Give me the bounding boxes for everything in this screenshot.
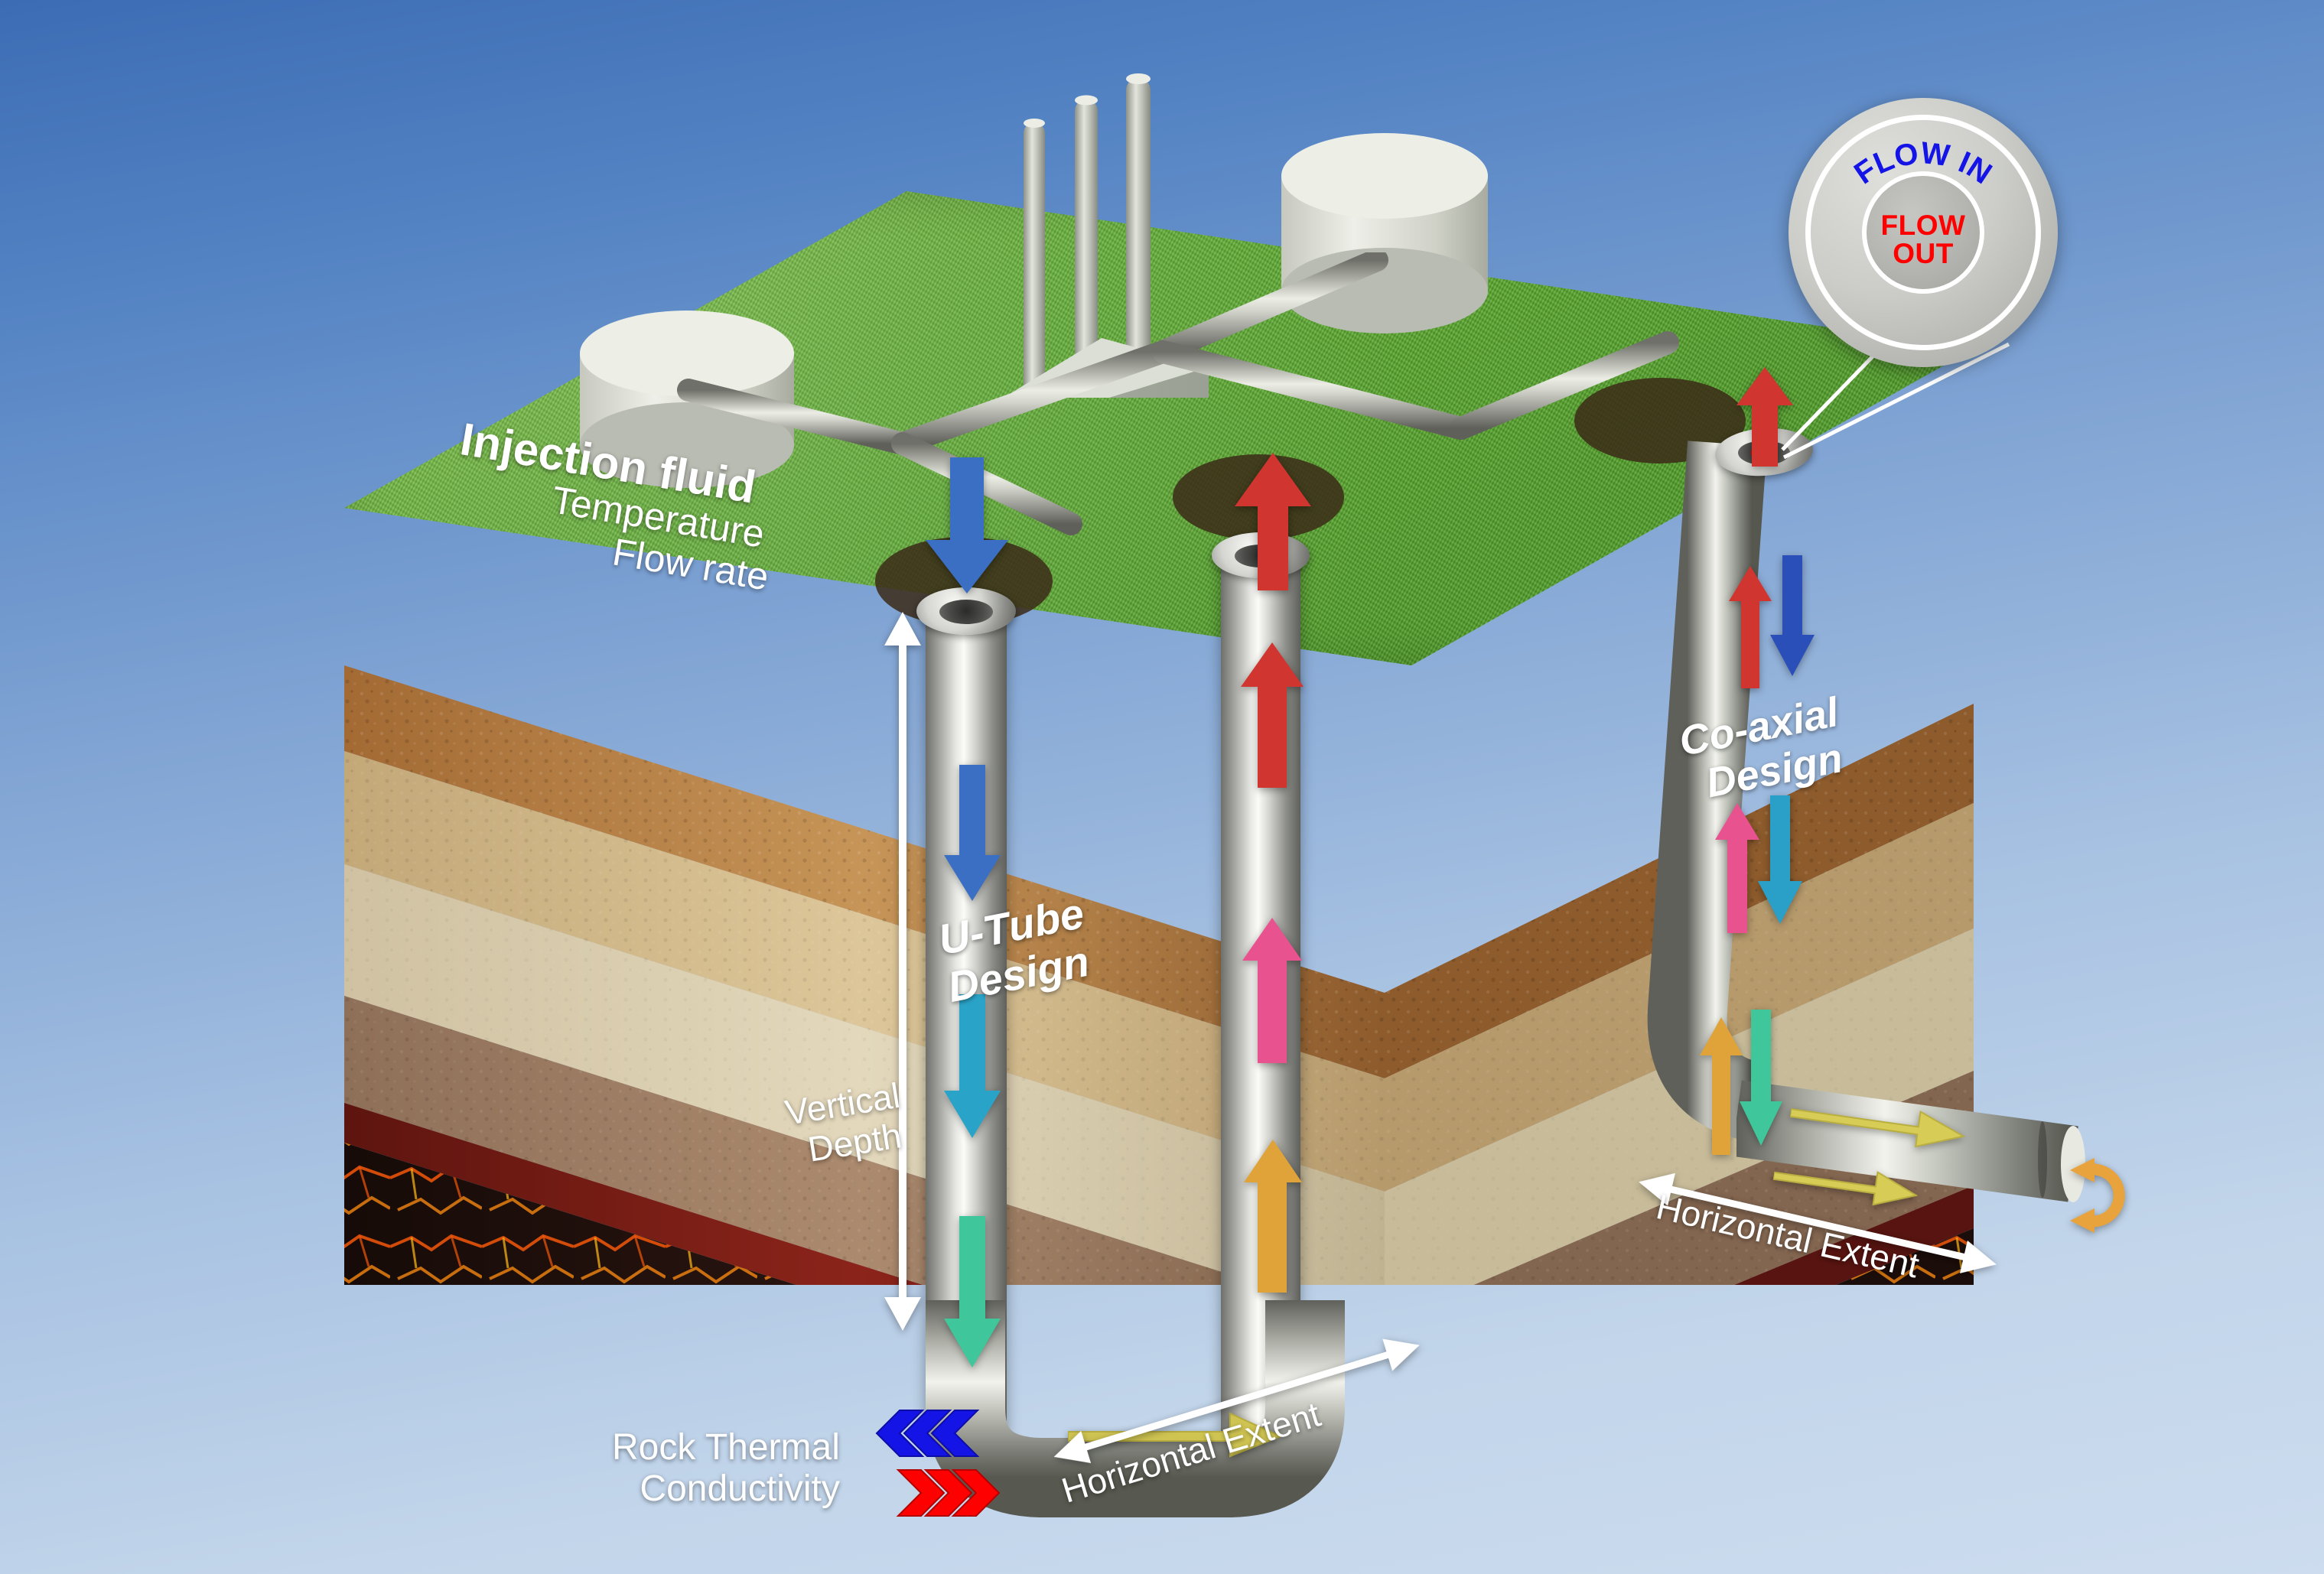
storage-tank-left <box>580 311 794 488</box>
coaxial-lateral-pipe <box>1736 1080 2085 1202</box>
coaxial-well-pipe <box>1647 441 1767 1140</box>
horizontal-extent-arrow-left <box>1048 1326 1425 1476</box>
coaxial-outlet-arrow-red <box>1735 367 1795 467</box>
conductivity-chevrons-out-icon <box>893 1465 1008 1527</box>
geothermal-power-plant <box>1003 73 1488 398</box>
coaxial-arrow-up-1 <box>1727 566 1773 688</box>
flow-out-label-block: FLOW OUT <box>1789 211 2058 268</box>
coaxial-arrow-down-1 <box>1769 555 1816 678</box>
coaxial-arrow-up-2 <box>1714 803 1761 933</box>
conductivity-chevrons-in-icon <box>872 1406 987 1467</box>
rock-thermal-conductivity-label: Rock Thermal Conductivity <box>612 1427 840 1510</box>
u-tube-injection-bore <box>939 600 993 624</box>
u-tube-arrow-up-1 <box>1239 642 1305 788</box>
coaxial-lateral-flow-arrow-upper <box>1788 1089 1968 1156</box>
callout-inner-disc <box>1862 171 1984 294</box>
u-tube-arrow-down-1 <box>942 765 1002 902</box>
plant-stacks <box>1024 73 1151 398</box>
flow-out-label-line1: FLOW <box>1880 210 1966 241</box>
u-tube-arrow-up-3 <box>1242 1140 1304 1293</box>
storage-tank-right <box>1281 133 1488 333</box>
flow-out-label-line2: OUT <box>1893 238 1954 269</box>
coaxial-return-curl-icon <box>2059 1153 2143 1237</box>
u-tube-horizontal-bend <box>926 1300 1345 1517</box>
production-outlet-arrow-red <box>1233 453 1313 590</box>
u-tube-arrow-down-2 <box>942 994 1002 1140</box>
surface-pipe-network <box>677 252 1679 535</box>
coaxial-arrow-up-3 <box>1698 1017 1744 1155</box>
callout-white-ring <box>1805 115 2041 350</box>
coaxial-arrow-down-3 <box>1738 1010 1784 1147</box>
strata-left-face <box>344 665 1385 1285</box>
rock-thermal-line2: Conductivity <box>640 1468 840 1509</box>
rock-thermal-line1: Rock Thermal <box>612 1427 840 1468</box>
injection-inlet-arrow-blue <box>924 457 1010 595</box>
vertical-depth-arrow <box>880 612 926 1331</box>
u-tube-arrow-down-3 <box>942 1216 1002 1369</box>
u-tube-arrow-up-2 <box>1241 918 1304 1063</box>
coaxial-arrow-down-2 <box>1756 795 1804 925</box>
coaxial-lateral-flow-arrow-lower <box>1771 1154 1920 1214</box>
horizontal-extent-arrow-right <box>1634 1163 2000 1284</box>
coaxial-cross-section-callout: FLOW IN FLOW OUT <box>1789 98 2058 367</box>
